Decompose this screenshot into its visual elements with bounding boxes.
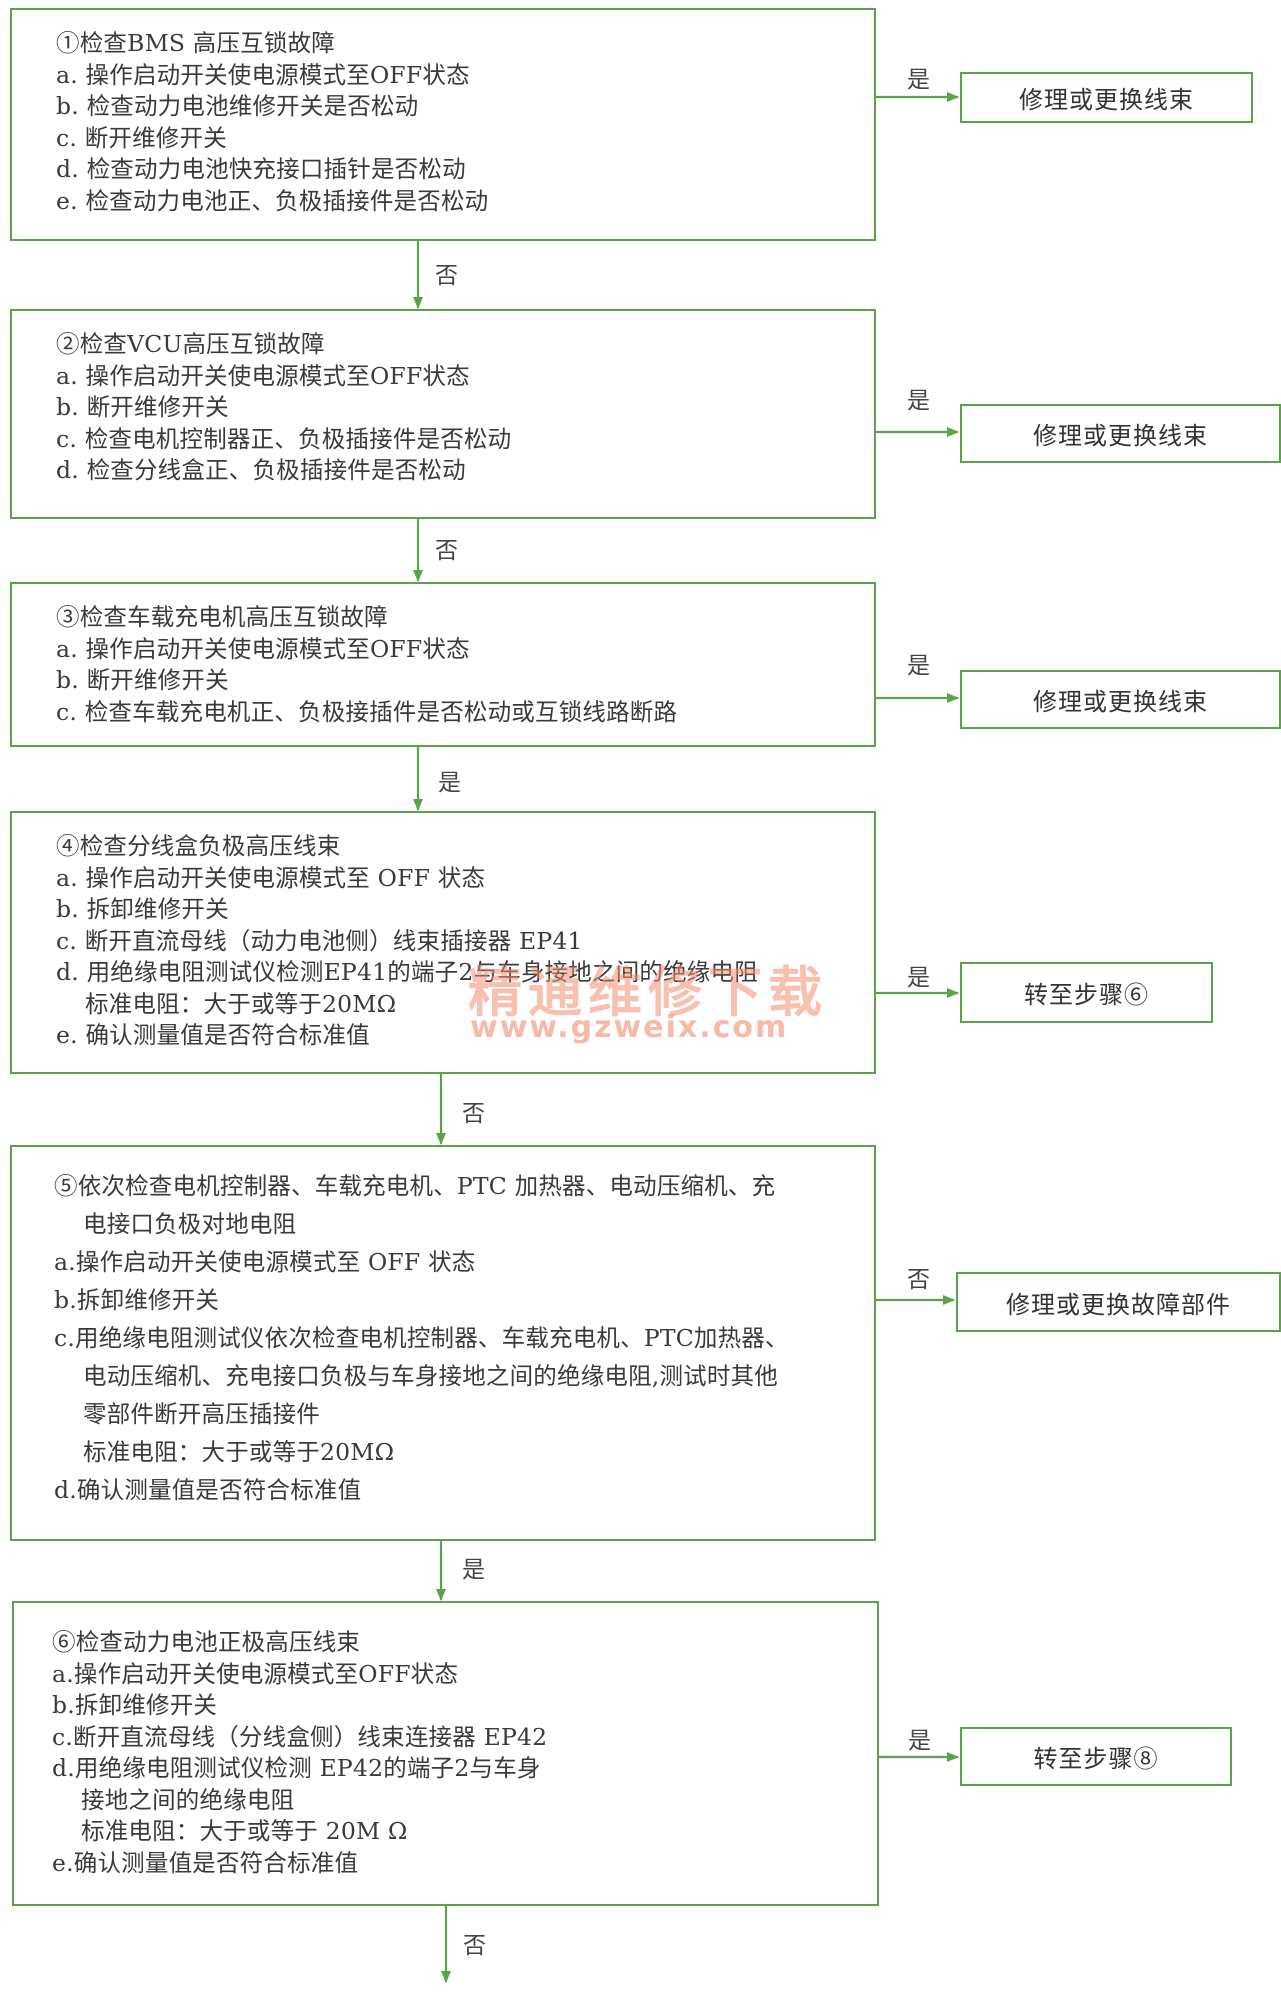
step-3-title: ③检查车载充电机高压互锁故障 <box>56 603 388 631</box>
step-5-branch-label: 否 <box>907 1267 930 1293</box>
step-2-item-a: a. 操作启动开关使电源模式至OFF状态 <box>56 361 470 390</box>
step-4-standard: 标准电阻：大于或等于20MΩ <box>85 989 397 1018</box>
step-1-title: ①检查BMS 高压互锁故障 <box>56 29 336 57</box>
step-5-item-c: c.用绝缘电阻测试仪依次检查电机控制器、车载充电机、PTC加热器、 <box>54 1324 789 1352</box>
step-5-item-d: d.确认测量值是否符合标准值 <box>54 1476 362 1504</box>
step-5-title: ⑤依次检查电机控制器、车载充电机、PTC 加热器、电动压缩机、充 <box>54 1172 776 1200</box>
step-5-down-label: 是 <box>462 1557 485 1583</box>
step-3-item-b: b. 断开维修开关 <box>56 666 229 694</box>
step-2-result: 修理或更换线束 <box>960 404 1281 463</box>
step-5-item-a: a.操作启动开关使电源模式至 OFF 状态 <box>54 1248 476 1276</box>
step-4-branch-label: 是 <box>907 965 930 991</box>
step-2-down-label: 否 <box>435 538 458 564</box>
step-6-item-d: d.用绝缘电阻测试仪检测 EP42的端子2与车身 <box>52 1754 541 1782</box>
step-5-item-c-cont-2: 零部件断开高压插接件 <box>83 1400 320 1428</box>
step-5-item-b: b.拆卸维修开关 <box>54 1286 220 1314</box>
step-5-title-cont: 电接口负极对地电阻 <box>83 1210 297 1238</box>
step-6-item-b: b.拆卸维修开关 <box>52 1691 218 1719</box>
step-1-result: 修理或更换线束 <box>960 72 1253 123</box>
step-6-item-c: c.断开直流母线（分线盒侧）线束连接器 EP42 <box>52 1722 548 1751</box>
step-5-box: ⑤依次检查电机控制器、车载充电机、PTC 加热器、电动压缩机、充 电接口负极对地… <box>10 1145 876 1541</box>
step-4-item-b: b. 拆卸维修开关 <box>56 895 229 923</box>
step-5-standard: 标准电阻：大于或等于20MΩ <box>83 1438 395 1466</box>
step-1-item-a: a. 操作启动开关使电源模式至OFF状态 <box>56 60 470 89</box>
step-1-branch-label: 是 <box>907 67 930 93</box>
step-4-box: ④检查分线盒负极高压线束 a. 操作启动开关使电源模式至 OFF 状态 b. 拆… <box>10 811 876 1074</box>
step-6-standard: 标准电阻：大于或等于 20M Ω <box>81 1817 408 1845</box>
step-1-item-d: d. 检查动力电池快充接口插针是否松动 <box>56 155 466 183</box>
step-5-item-c-cont-1: 电动压缩机、充电接口负极与车身接地之间的绝缘电阻,测试时其他 <box>83 1362 778 1390</box>
step-6-result: 转至步骤⑧ <box>960 1727 1232 1786</box>
step-2-item-b: b. 断开维修开关 <box>56 393 229 421</box>
step-2-box: ②检查VCU高压互锁故障 a. 操作启动开关使电源模式至OFF状态 b. 断开维… <box>10 309 876 519</box>
step-3-box: ③检查车载充电机高压互锁故障 a. 操作启动开关使电源模式至OFF状态 b. 断… <box>10 582 876 747</box>
step-2-title: ②检查VCU高压互锁故障 <box>56 330 325 358</box>
step-4-item-d: d. 用绝缘电阻测试仪检测EP41的端子2与车身接地之间的绝缘电阻 <box>56 958 758 986</box>
step-1-down-label: 否 <box>435 263 458 289</box>
step-6-item-e: e.确认测量值是否符合标准值 <box>52 1848 359 1877</box>
step-3-branch-label: 是 <box>907 653 930 679</box>
step-1-item-b: b. 检查动力电池维修开关是否松动 <box>56 92 419 120</box>
step-4-item-a: a. 操作启动开关使电源模式至 OFF 状态 <box>56 863 486 892</box>
step-6-down-label: 否 <box>463 1933 486 1959</box>
step-4-title: ④检查分线盒负极高压线束 <box>56 832 341 860</box>
step-6-item-a: a.操作启动开关使电源模式至OFF状态 <box>52 1659 459 1688</box>
step-4-down-label: 否 <box>462 1101 485 1127</box>
step-4-item-c: c. 断开直流母线（动力电池侧）线束插接器 EP41 <box>56 926 583 955</box>
step-2-item-c: c. 检查电机控制器正、负极插接件是否松动 <box>56 424 512 453</box>
step-1-item-c: c. 断开维修开关 <box>56 123 227 152</box>
step-6-branch-label: 是 <box>908 1728 931 1754</box>
step-3-item-c: c. 检查车载充电机正、负极接插件是否松动或互锁线路断路 <box>56 697 678 726</box>
step-6-item-d-cont: 接地之间的绝缘电阻 <box>81 1785 295 1814</box>
step-4-result: 转至步骤⑥ <box>960 962 1213 1023</box>
step-3-down-label: 是 <box>438 770 461 796</box>
step-2-item-d: d. 检查分线盒正、负极插接件是否松动 <box>56 456 466 484</box>
step-1-item-e: e. 检查动力电池正、负极插接件是否松动 <box>56 186 489 215</box>
step-1-box: ①检查BMS 高压互锁故障 a. 操作启动开关使电源模式至OFF状态 b. 检查… <box>10 8 876 241</box>
step-3-item-a: a. 操作启动开关使电源模式至OFF状态 <box>56 634 470 663</box>
step-6-title: ⑥检查动力电池正极高压线束 <box>52 1628 361 1656</box>
step-3-result: 修理或更换线束 <box>960 670 1281 729</box>
step-5-result: 修理或更换故障部件 <box>956 1272 1281 1332</box>
step-6-box: ⑥检查动力电池正极高压线束 a.操作启动开关使电源模式至OFF状态 b.拆卸维修… <box>12 1601 879 1906</box>
step-2-branch-label: 是 <box>907 388 930 414</box>
step-4-item-e: e. 确认测量值是否符合标准值 <box>56 1021 370 1049</box>
